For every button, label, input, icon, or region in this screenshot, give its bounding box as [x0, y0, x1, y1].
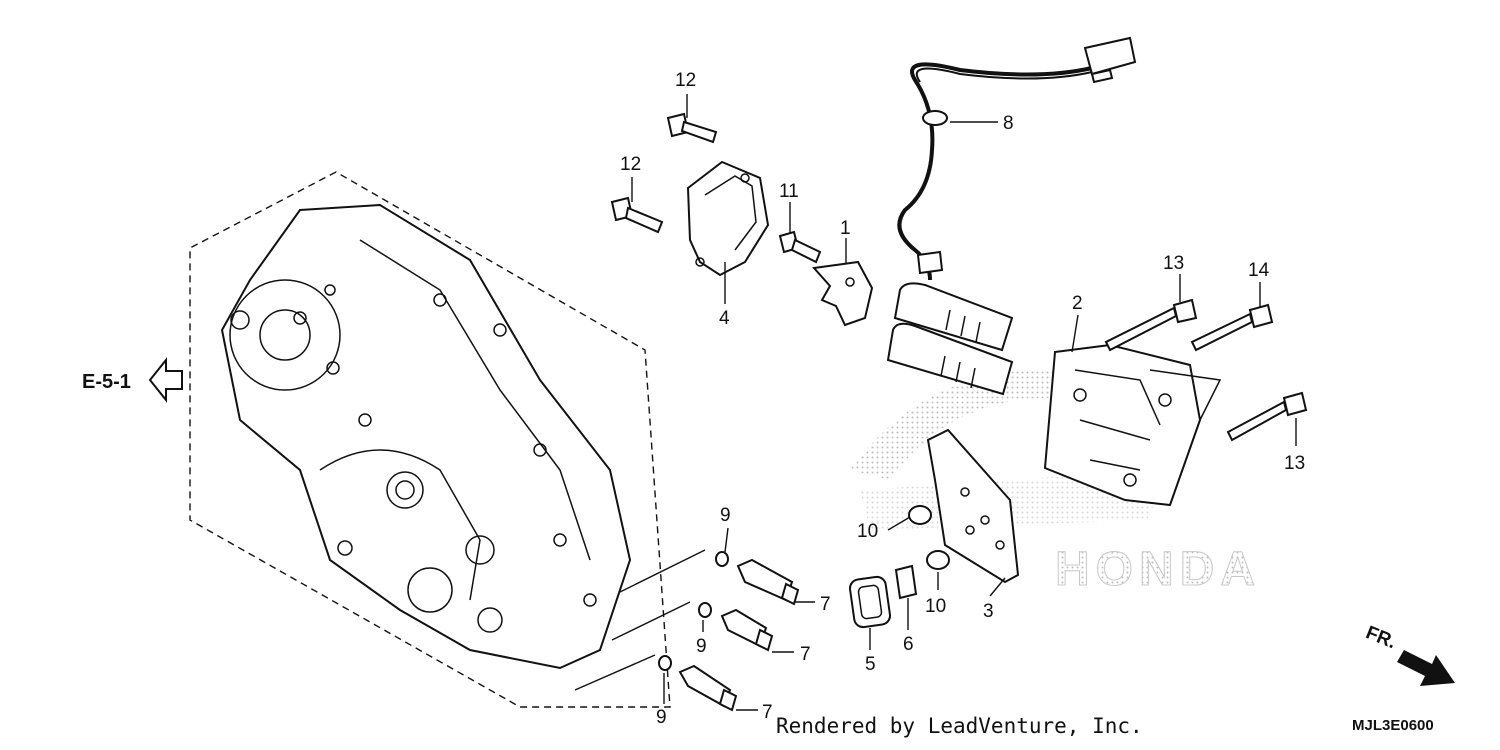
callout-9-upper: 9 [720, 505, 731, 526]
direction-arrow-icon [1397, 650, 1455, 686]
front-direction-indicator: FR. [1363, 622, 1455, 686]
bolt-11 [778, 230, 822, 264]
direction-label: FR. [1363, 622, 1399, 653]
watermark-text: HONDA [1055, 543, 1261, 596]
bolt-12-upper [666, 112, 718, 144]
callout-2: 2 [1072, 293, 1083, 314]
bolt-14 [1190, 303, 1274, 352]
transmission-cover [220, 203, 632, 670]
reference-arrow: E-5-1 [82, 357, 183, 403]
diagram-code: MJL3E0600 [1352, 717, 1434, 734]
callout-9-lower: 9 [656, 707, 667, 728]
callout-13-upper: 13 [1163, 253, 1184, 274]
part-2-valve-body [1043, 343, 1222, 507]
part-5-gasket [848, 575, 892, 629]
hollow-arrow-icon [148, 357, 183, 403]
callout-14: 14 [1248, 260, 1270, 281]
part-4-cover [686, 160, 770, 277]
part-1-bracket [812, 260, 874, 327]
callout-3: 3 [983, 601, 994, 622]
callout-4: 4 [719, 308, 730, 329]
connector-icon [1083, 36, 1137, 76]
callout-13-lower: 13 [1284, 453, 1305, 474]
bolt-13-upper [1104, 298, 1198, 352]
shift-solenoids [886, 282, 1014, 396]
callout-7-upper: 7 [820, 594, 831, 615]
callout-8: 8 [1003, 113, 1014, 134]
switch-7-middle [698, 602, 774, 652]
leader-lines [574, 94, 1297, 711]
callout-12-upper: 12 [675, 70, 696, 91]
filter-10-lower [926, 550, 950, 570]
switch-7-upper [715, 551, 800, 606]
callout-6: 6 [903, 634, 914, 655]
callout-9-middle: 9 [696, 636, 707, 657]
part-6-joint [894, 564, 918, 600]
callout-7-middle: 7 [800, 644, 811, 665]
bolt-13-lower [1226, 391, 1308, 442]
bolt-12-lower [610, 196, 664, 234]
filter-10-upper [908, 505, 932, 525]
callout-11: 11 [779, 181, 799, 202]
switch-7-lower [658, 655, 738, 712]
assembly-boundary [189, 171, 671, 708]
part-8-wire-harness [897, 36, 1137, 281]
callout-10-upper: 10 [857, 521, 878, 542]
callout-10-lower: 10 [925, 596, 946, 617]
callout-5: 5 [865, 654, 876, 675]
callout-1: 1 [840, 218, 851, 239]
reference-label: E-5-1 [82, 371, 131, 393]
callout-numbers: 1 2 3 4 5 6 7 7 7 8 9 9 9 10 10 11 12 12… [620, 70, 1305, 728]
callout-12-lower: 12 [620, 154, 641, 175]
credit-text: Rendered by LeadVenture, Inc. [776, 714, 1143, 738]
callout-7-lower: 7 [762, 702, 773, 723]
part-3-plate [926, 428, 1020, 584]
